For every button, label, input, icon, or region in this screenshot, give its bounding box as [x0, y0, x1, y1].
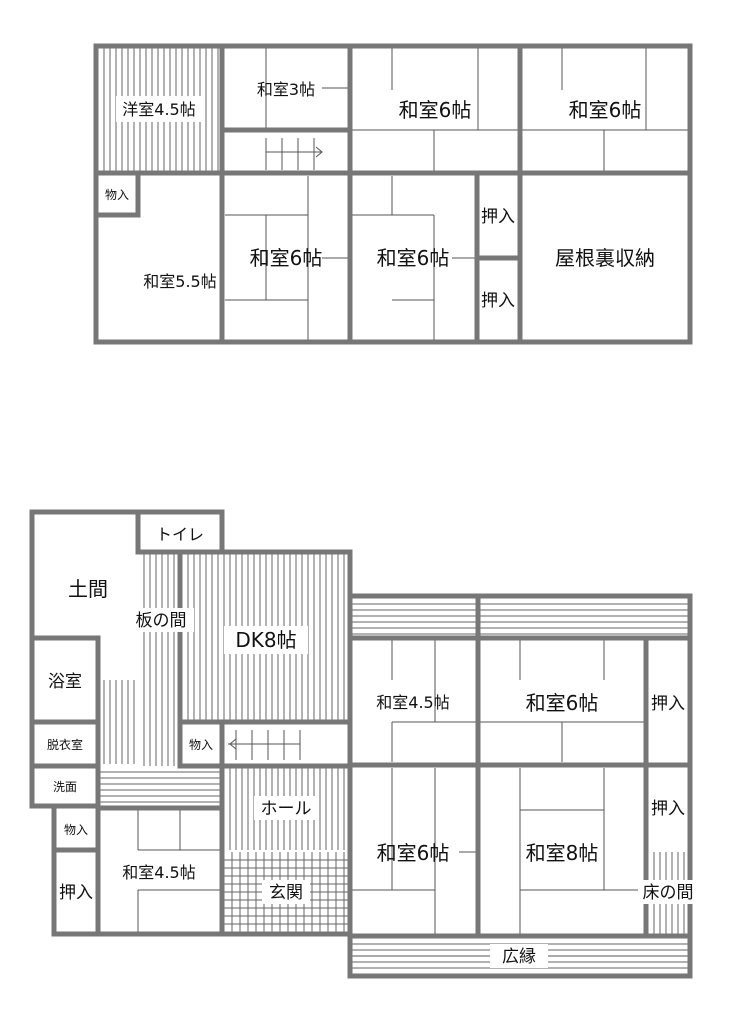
room-label-washitsu6-d: 和室6帖	[377, 246, 450, 270]
room-label-oshiire-a: 押入	[481, 207, 515, 227]
room-label-hall: ホール	[261, 799, 312, 819]
walls-upper	[93, 43, 693, 345]
room-label-hiroen: 広縁	[502, 947, 536, 967]
labels-upper: 洋室4.5帖 和室3帖 和室6帖 和室6帖 物入 和室5.5帖 和室6帖 和室6…	[105, 80, 655, 311]
lower-floor: トイレ 土間 板の間 DK8帖 浴室 脱衣室 洗面 物入 和室4.5帖 和室6帖…	[29, 509, 698, 979]
tatami-lines-upper	[225, 48, 688, 340]
room-label-genkan: 玄関	[269, 883, 303, 903]
room-label-washitsu6-c: 和室6帖	[250, 246, 323, 270]
room-label-datsui: 脱衣室	[47, 737, 83, 752]
room-label-washitsu55: 和室5.5帖	[143, 272, 216, 291]
room-label-itanoma: 板の間	[136, 611, 187, 631]
room-label-washitsu6-a: 和室6帖	[526, 691, 599, 715]
room-label-doma: 土間	[68, 577, 108, 601]
room-label-washitsu3: 和室3帖	[257, 80, 315, 99]
labels-lower: トイレ 土間 板の間 DK8帖 浴室 脱衣室 洗面 物入 和室4.5帖 和室6帖…	[47, 525, 698, 968]
room-label-washitsu45-a: 和室4.5帖	[376, 693, 449, 712]
room-label-bath: 浴室	[48, 672, 82, 692]
room-label-monoire-a: 物入	[189, 738, 213, 752]
tatami-lines-lower	[137, 640, 688, 957]
room-label-washitsu6-b: 和室6帖	[569, 98, 642, 122]
room-label-washitsu8: 和室8帖	[526, 841, 599, 865]
room-label-oshiire-c: 押入	[59, 883, 93, 903]
room-label-yaneura: 屋根裏収納	[555, 246, 655, 270]
room-label-oshiire-b: 押入	[651, 799, 685, 819]
room-label-oshiire-a: 押入	[651, 694, 685, 714]
room-label-washitsu6-a: 和室6帖	[399, 98, 472, 122]
room-label-washitsu45-b: 和室4.5帖	[122, 863, 195, 882]
room-label-dk: DK8帖	[235, 628, 296, 652]
room-label-youshitsu: 洋室4.5帖	[122, 100, 195, 119]
room-label-tokonoma: 床の間	[643, 883, 694, 903]
staircase-lower	[228, 730, 301, 760]
room-label-senmen: 洗面	[53, 780, 77, 794]
walls-lower	[29, 509, 693, 979]
upper-floor: 洋室4.5帖 和室3帖 和室6帖 和室6帖 物入 和室5.5帖 和室6帖 和室6…	[93, 43, 693, 345]
room-label-toilet: トイレ	[156, 525, 204, 544]
room-label-oshiire-b: 押入	[481, 291, 515, 311]
room-label-monoire-b: 物入	[64, 823, 88, 837]
room-label-monoire-upper: 物入	[105, 188, 129, 202]
staircase-upper	[265, 138, 323, 170]
room-label-washitsu6-b: 和室6帖	[377, 841, 450, 865]
